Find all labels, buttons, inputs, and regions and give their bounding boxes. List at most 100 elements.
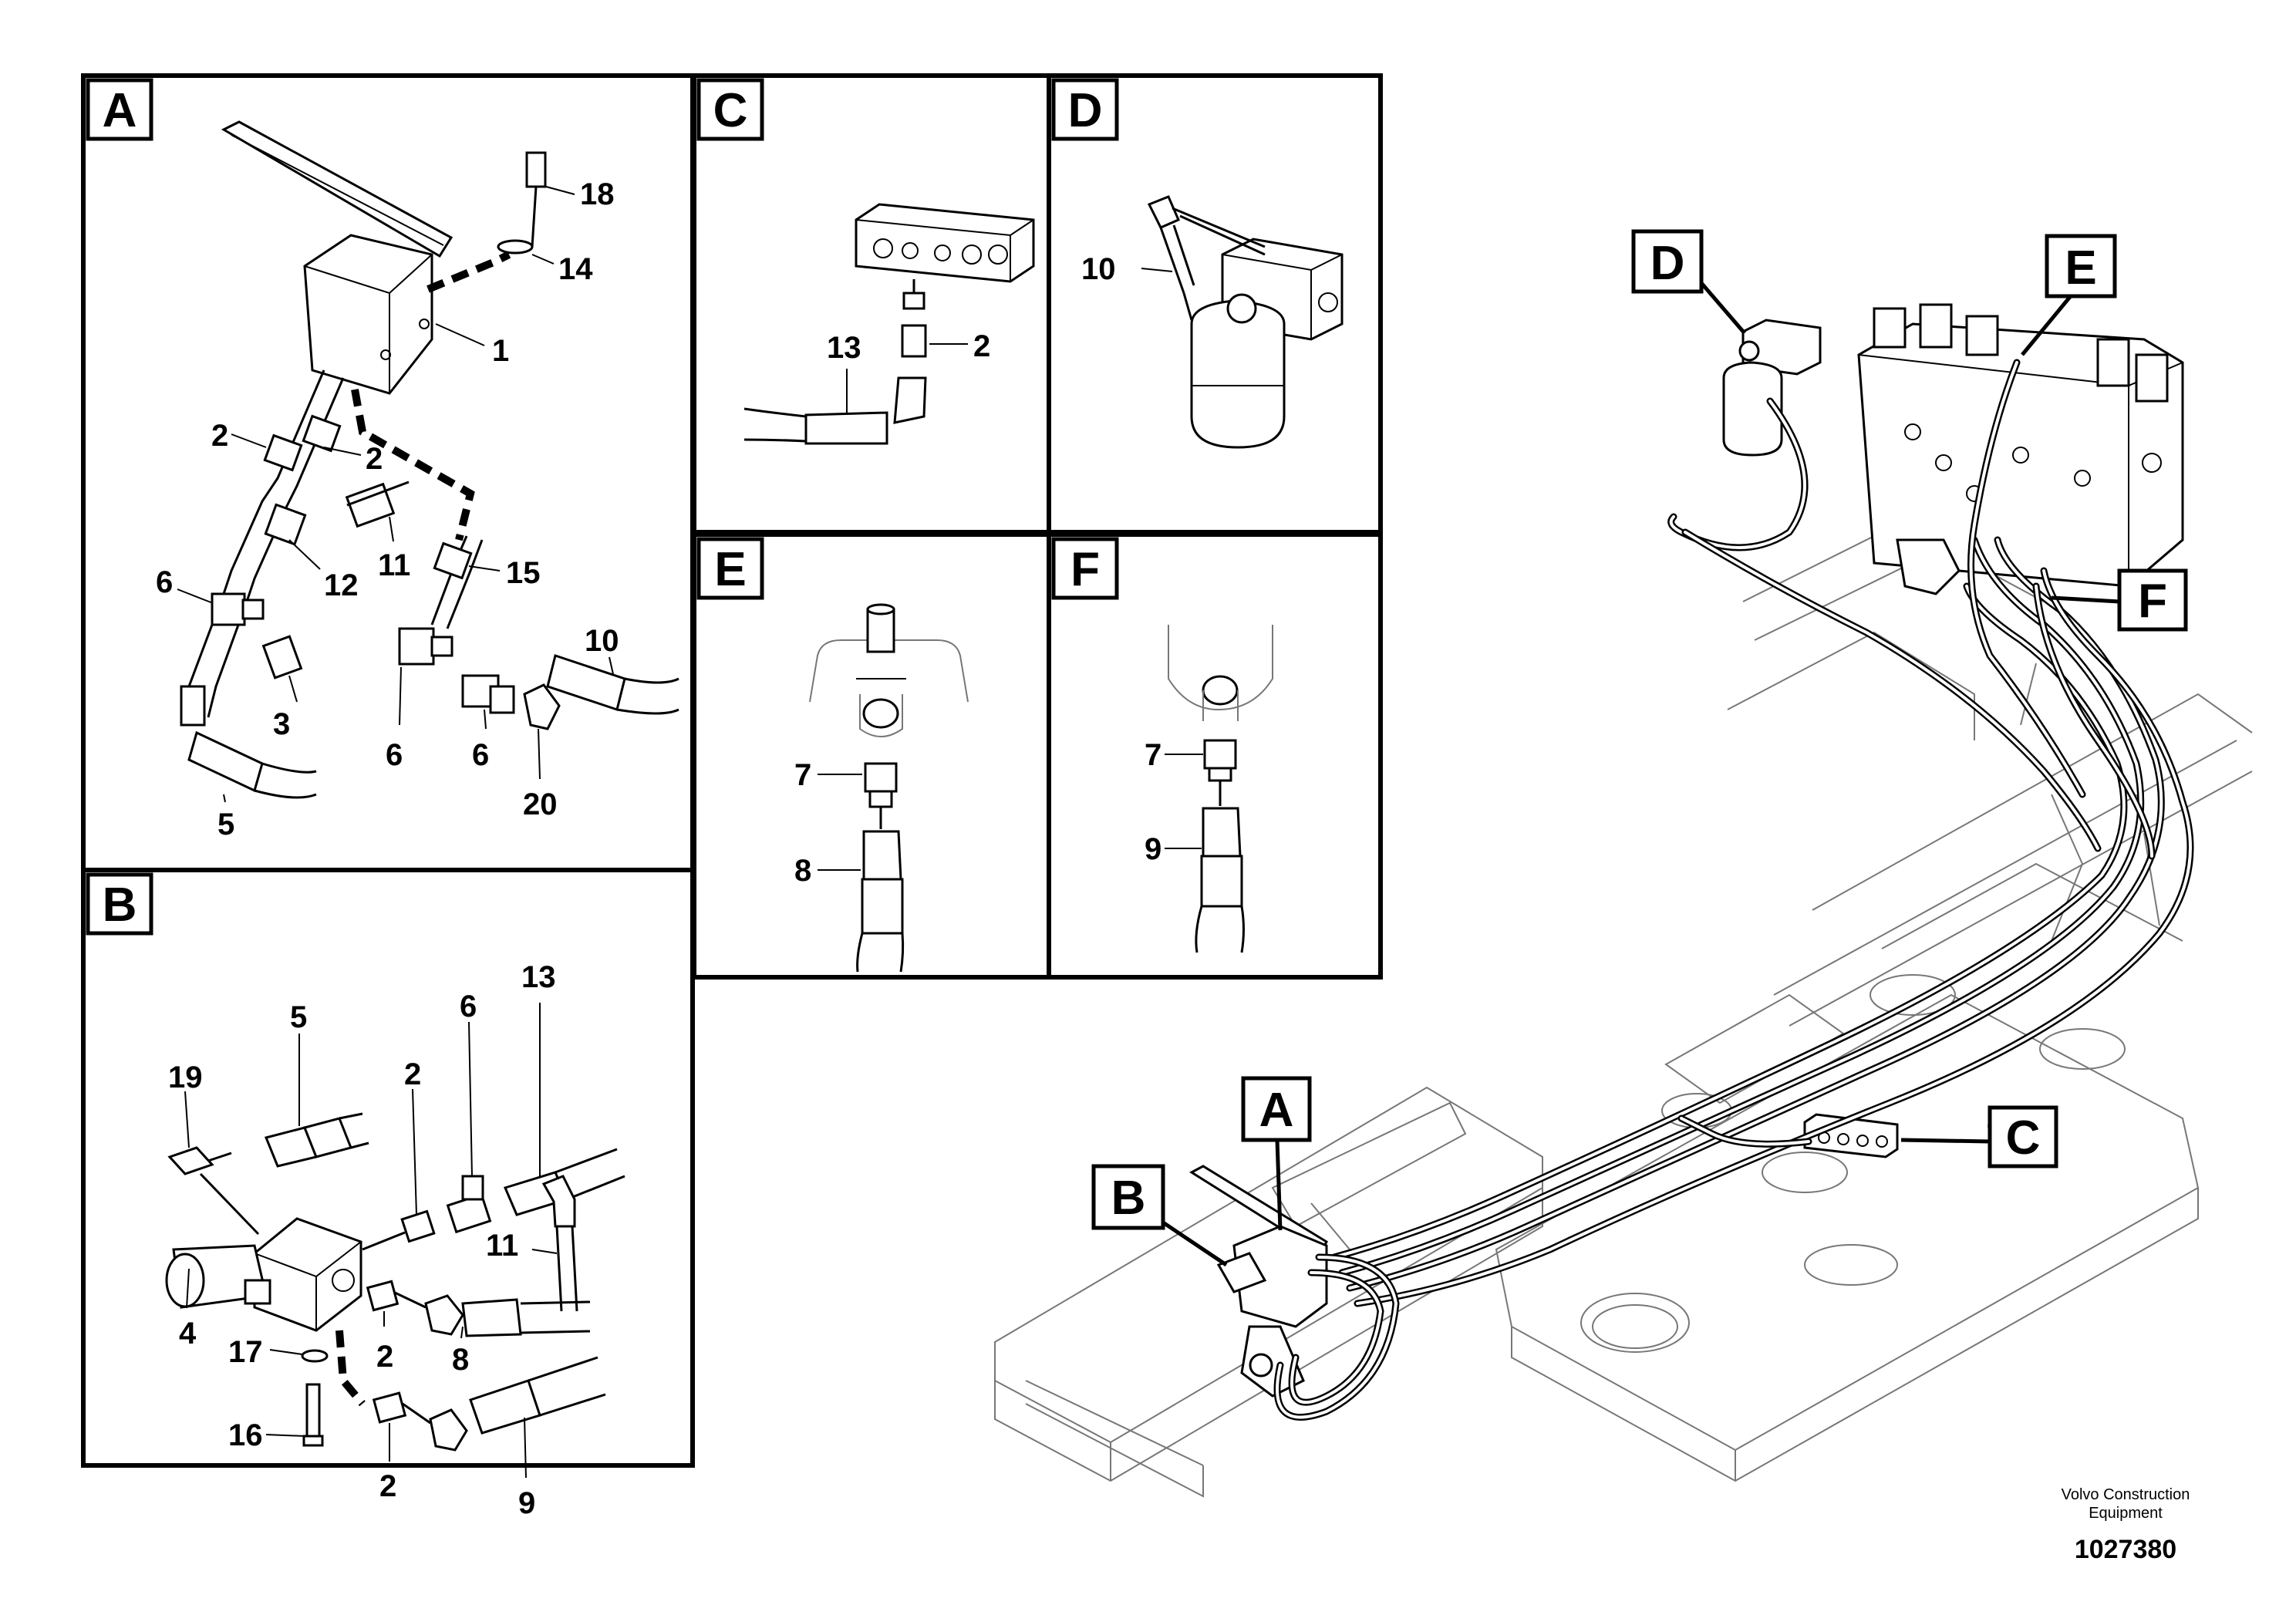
hose-10-d — [1147, 195, 1266, 321]
adapter-2a — [263, 433, 303, 472]
svg-text:D: D — [1650, 237, 1685, 290]
panel-tag-c: C — [696, 78, 764, 141]
svg-text:E: E — [714, 543, 746, 596]
plug-3 — [261, 635, 303, 679]
tee-6b — [398, 627, 453, 666]
svg-text:E: E — [2065, 241, 2096, 295]
fitting-19 — [167, 1146, 232, 1175]
pedal-plate — [221, 120, 453, 258]
adapter-2-b2 — [366, 1280, 400, 1312]
callout-15: 15 — [506, 556, 541, 590]
adapter-7-e — [864, 762, 898, 808]
adapter-2b — [302, 414, 342, 453]
elbow-12 — [264, 503, 307, 546]
callout-2-b1: 2 — [404, 1057, 421, 1091]
screw-18 — [525, 151, 547, 188]
adapter-2-b1 — [400, 1209, 436, 1243]
svg-text:F: F — [1070, 543, 1100, 596]
hose-10 — [546, 654, 679, 715]
overview-tag-a: A — [1241, 1076, 1312, 1231]
callout-5-b: 5 — [290, 1000, 307, 1034]
control-valve-bank — [1857, 303, 2184, 595]
callout-20: 20 — [523, 787, 558, 821]
panel-d-drawing — [1147, 195, 1344, 449]
overview-drawing — [994, 303, 2253, 1498]
panel-e-callouts: 7 8 — [794, 758, 862, 888]
callout-5: 5 — [217, 808, 234, 841]
hose-5-b — [264, 1112, 369, 1168]
panel-c-callouts: 13 2 — [827, 329, 990, 413]
callout-17-b: 17 — [228, 1335, 263, 1369]
panel-tag-b: B — [86, 872, 153, 936]
panel-c-drawing — [743, 203, 1035, 445]
callout-16-b: 16 — [228, 1418, 263, 1452]
callout-18: 18 — [580, 177, 615, 211]
solenoid-4 — [165, 1244, 268, 1309]
callout-12: 12 — [324, 568, 359, 602]
panel-d-callouts: 10 — [1081, 252, 1173, 286]
callout-8-e: 8 — [794, 854, 811, 888]
svg-text:C: C — [2006, 1111, 2041, 1165]
callout-8-b: 8 — [452, 1343, 469, 1377]
callout-1: 1 — [492, 334, 509, 368]
overview-tag-d: D — [1631, 229, 1746, 335]
panel-c-frame — [692, 73, 1051, 534]
svg-text:A: A — [1259, 1084, 1294, 1137]
adapter-5-end — [180, 685, 206, 727]
callout-2a: 2 — [211, 419, 228, 453]
callout-13-c: 13 — [827, 331, 861, 365]
svg-text:B: B — [1111, 1172, 1146, 1225]
washer-17 — [301, 1349, 329, 1363]
adapter-2-c — [902, 292, 925, 310]
hose-5 — [187, 730, 317, 799]
hose-13-c — [743, 376, 927, 445]
callout-10-d: 10 — [1081, 252, 1116, 286]
callout-9-b: 9 — [518, 1486, 535, 1520]
accumulator-overview — [1722, 319, 1822, 457]
callout-19: 19 — [168, 1061, 203, 1094]
adapter-7-f — [1203, 739, 1237, 782]
overview-tag-b: B — [1091, 1164, 1228, 1267]
panel-b-drawing — [165, 1112, 625, 1452]
callout-11-b: 11 — [486, 1229, 518, 1263]
callout-10: 10 — [585, 624, 619, 658]
tee-6c — [461, 674, 515, 714]
callout-2-b2: 2 — [376, 1340, 393, 1374]
hose-bundle — [1273, 359, 2194, 1421]
panel-tag-e: E — [696, 537, 764, 600]
washer-14 — [497, 239, 534, 255]
panel-a-callouts: 18 14 1 2 2 12 11 15 6 3 10 6 6 20 5 — [156, 177, 619, 841]
panel-tag-f: F — [1051, 537, 1119, 600]
callout-2-c: 2 — [973, 329, 990, 363]
panel-f-frame — [1047, 532, 1383, 980]
accumulator-d — [1190, 299, 1286, 449]
hose-9-f — [1195, 807, 1245, 953]
overview-tag-e: E — [2021, 234, 2117, 356]
callout-9-f: 9 — [1145, 832, 1161, 866]
hose-8-b — [424, 1294, 591, 1337]
company-name-line1: Volvo Construction — [2062, 1486, 2190, 1503]
document-number: 1027380 — [2075, 1535, 2176, 1564]
callout-4-b: 4 — [179, 1317, 197, 1351]
panel-b-callouts: 19 5 2 6 13 11 4 17 2 8 16 2 9 — [168, 960, 558, 1520]
hose-9-b — [429, 1356, 606, 1452]
callout-6a: 6 — [156, 565, 173, 599]
fitting-11 — [345, 481, 410, 528]
company-name-line2: Equipment — [2089, 1505, 2163, 1522]
callout-2-b3: 2 — [379, 1469, 396, 1503]
callout-6b: 6 — [386, 738, 403, 772]
footer: Volvo Construction Equipment 1027380 — [2062, 1486, 2190, 1564]
panel-b-frame — [81, 868, 695, 1468]
tee-6-b — [446, 1175, 492, 1234]
adapter-15 — [433, 541, 473, 580]
cap-20 — [523, 683, 561, 730]
callout-6c: 6 — [472, 738, 489, 772]
panel-f-drawing — [1168, 625, 1273, 953]
svg-text:A: A — [103, 84, 137, 137]
callout-7-e: 7 — [794, 758, 811, 792]
pedal-valve-body — [303, 234, 433, 395]
hose-8-e — [856, 830, 905, 973]
callout-2b: 2 — [366, 442, 383, 476]
callout-14: 14 — [558, 252, 593, 286]
